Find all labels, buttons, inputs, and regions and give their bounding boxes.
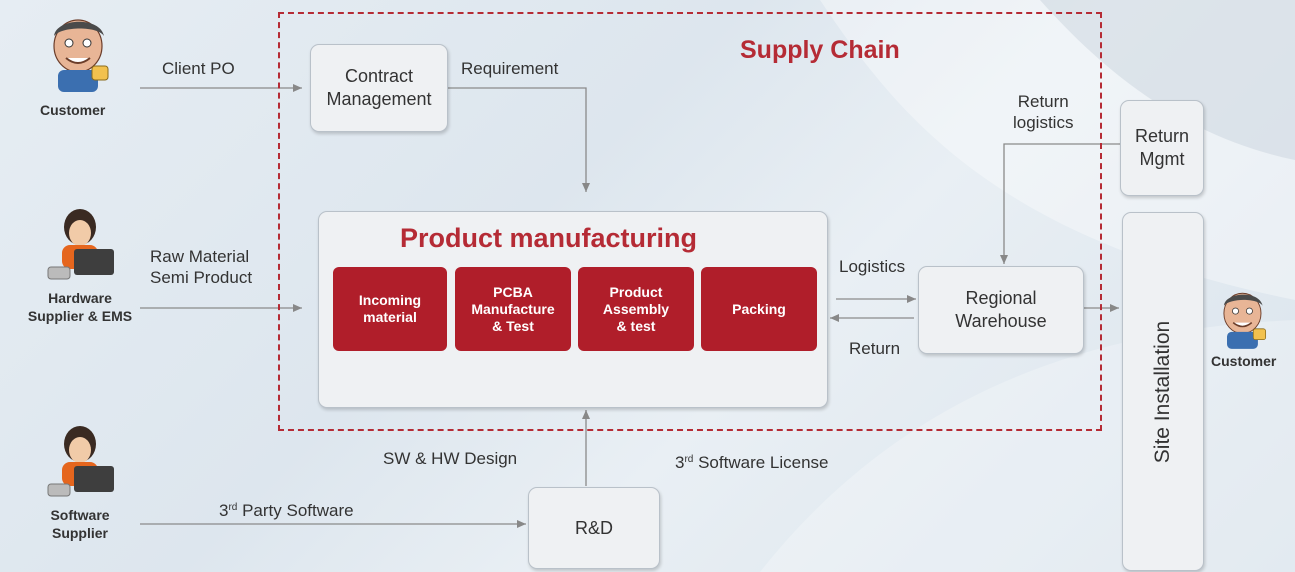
label-requirement: Requirement	[461, 59, 559, 78]
label-logistics: Logistics	[839, 257, 906, 276]
actor-hardware-supplier: Hardware Supplier & EMS	[27, 290, 133, 324]
process-incoming-material: Incoming material	[333, 267, 447, 351]
actor-customer-right: Customer	[1211, 353, 1277, 369]
supply-chain-boundary	[278, 12, 1102, 431]
label-raw-material: Raw Material Semi Product	[150, 247, 253, 287]
actor-customer-left: Customer	[40, 102, 106, 118]
label-sw-hw-design: SW & HW Design	[383, 449, 518, 468]
customer-right-icon	[1223, 292, 1267, 349]
return-mgmt-box: Return Mgmt	[1120, 100, 1204, 196]
supply-chain-title: Supply Chain	[740, 36, 900, 64]
process-product-assembly: Product Assembly & test	[578, 267, 694, 351]
label-3rd-party-software: 3rd Party Software	[219, 501, 354, 520]
rnd-box: R&D	[528, 487, 660, 569]
customer-icon	[53, 19, 109, 92]
label-client-po: Client PO	[162, 59, 235, 78]
site-installation-box: Site Installation	[1122, 212, 1204, 571]
product-manufacturing-title: Product manufacturing	[400, 223, 698, 253]
process-packing: Packing	[701, 267, 817, 351]
software-supplier-icon	[47, 426, 114, 497]
site-installation-label: Site Installation	[1151, 320, 1174, 463]
hardware-supplier-icon	[47, 209, 114, 280]
regional-warehouse-box: Regional Warehouse	[918, 266, 1084, 354]
label-return: Return	[849, 339, 901, 358]
contract-management-box: Contract Management	[310, 44, 448, 132]
actor-software-supplier: Software Supplier	[50, 507, 110, 541]
label-3rd-software-license: 3rd Software License	[675, 453, 829, 472]
label-return-logistics: Return logistics	[1013, 92, 1074, 132]
process-pcba-manufacture: PCBA Manufacture & Test	[455, 267, 571, 351]
